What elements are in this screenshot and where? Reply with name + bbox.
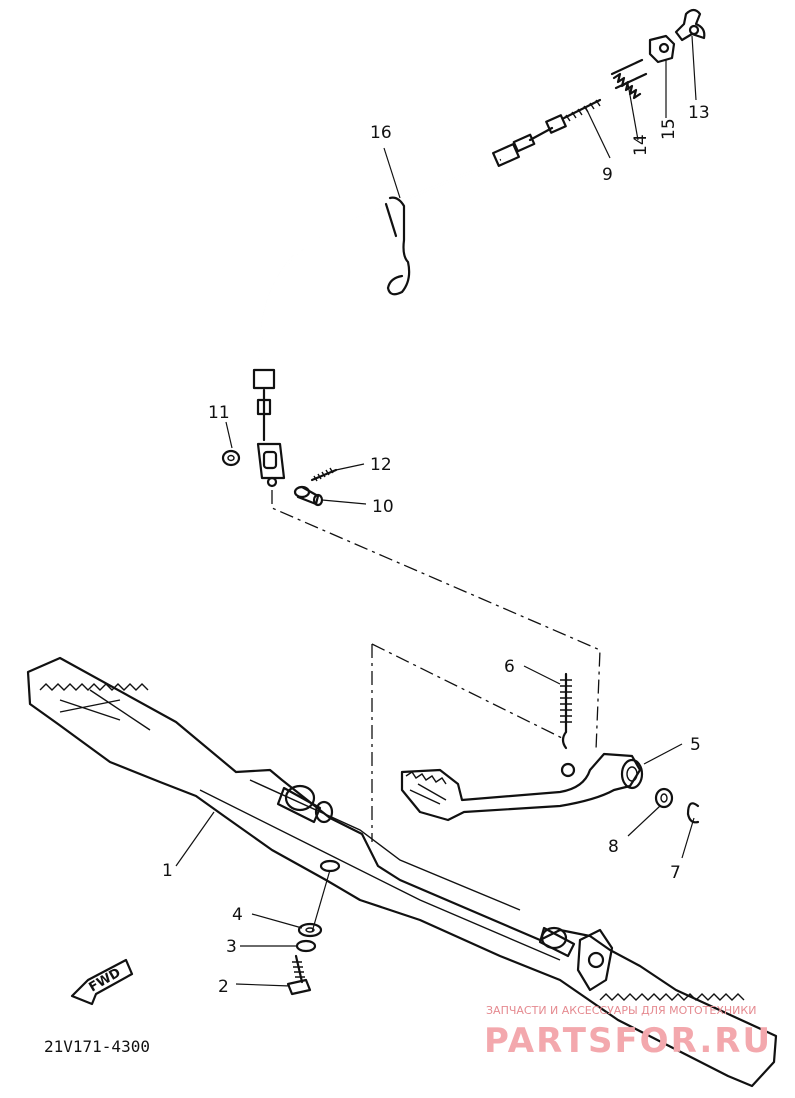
callout-1: 1 xyxy=(162,861,173,881)
brake-cable xyxy=(252,126,554,442)
watermark: ЗАПЧАСТИ И АКСЕССУАРЫ ДЛЯ МОТОТЕХНИКИ PA… xyxy=(484,1004,772,1061)
cable-clamp xyxy=(384,196,411,296)
callout-11: 11 xyxy=(208,403,230,423)
washer-11 xyxy=(221,449,241,467)
callout-14: 14 xyxy=(631,134,651,156)
adjuster-spring xyxy=(610,58,648,100)
assembly-lines xyxy=(271,490,601,842)
cotter-pin xyxy=(310,467,338,482)
clevis-pin xyxy=(293,485,324,507)
leader-lines xyxy=(175,35,697,987)
wing-nut xyxy=(674,8,706,42)
brake-pedal xyxy=(400,752,644,822)
washer-8 xyxy=(654,787,674,809)
plain-washer xyxy=(297,922,323,938)
callout-16: 16 xyxy=(370,123,392,143)
callout-5: 5 xyxy=(690,735,701,755)
callout-9: 9 xyxy=(602,165,613,185)
footrest-bracket xyxy=(26,656,778,1088)
callout-12: 12 xyxy=(370,455,392,475)
watermark-tagline: ЗАПЧАСТИ И АКСЕССУАРЫ ДЛЯ МОТОТЕХНИКИ xyxy=(486,1004,756,1017)
callout-8: 8 xyxy=(608,837,619,857)
callouts: 16 9 14 15 13 11 12 10 6 5 8 7 1 4 3 2 xyxy=(162,103,710,997)
adjuster-bolt xyxy=(545,98,602,134)
callout-3: 3 xyxy=(226,937,237,957)
callout-7: 7 xyxy=(670,863,681,883)
fwd-arrow: FWD xyxy=(70,958,134,1006)
e-clip xyxy=(686,802,700,824)
callout-13: 13 xyxy=(688,103,710,123)
callout-15: 15 xyxy=(659,118,679,140)
part-code: 21V171-4300 xyxy=(44,1037,150,1056)
lock-washer xyxy=(295,939,317,953)
callout-6: 6 xyxy=(504,657,515,677)
callout-2: 2 xyxy=(218,977,229,997)
cable-clevis xyxy=(256,442,286,488)
callout-4: 4 xyxy=(232,905,243,925)
mounting-bolt xyxy=(286,954,312,996)
watermark-brand: PARTSFOR.RU xyxy=(484,1021,772,1061)
return-spring xyxy=(560,672,572,750)
callout-10: 10 xyxy=(372,497,394,517)
cable-pivot xyxy=(648,34,676,64)
